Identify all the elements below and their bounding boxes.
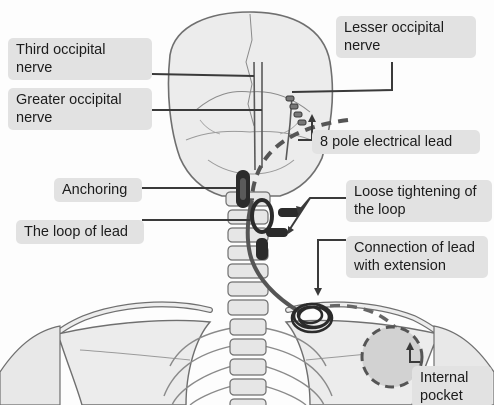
loose-tightening-label: Loose tightening of the loop — [346, 180, 492, 222]
lesser-occipital-nerve-label: Lesser occipital nerve — [336, 16, 476, 58]
internal-pocket-label: Internal pocket — [412, 366, 492, 405]
lead-coil — [292, 304, 332, 332]
third-occipital-nerve-label: Third occipital nerve — [8, 38, 152, 80]
connection-label: Connection of lead with extension — [346, 236, 488, 278]
tightening-clip-upper — [278, 208, 300, 217]
third-occipital-nerve-path — [254, 62, 255, 170]
skull — [168, 12, 332, 196]
anchoring-label: Anchoring — [54, 178, 142, 202]
loop-of-lead-label: The loop of lead — [16, 220, 144, 244]
tightening-clip-lower — [266, 228, 288, 237]
lead-connector — [256, 238, 268, 260]
electrical-lead-label: 8 pole electrical lead — [312, 130, 480, 154]
greater-occipital-nerve-label: Greater occipital nerve — [8, 88, 152, 130]
